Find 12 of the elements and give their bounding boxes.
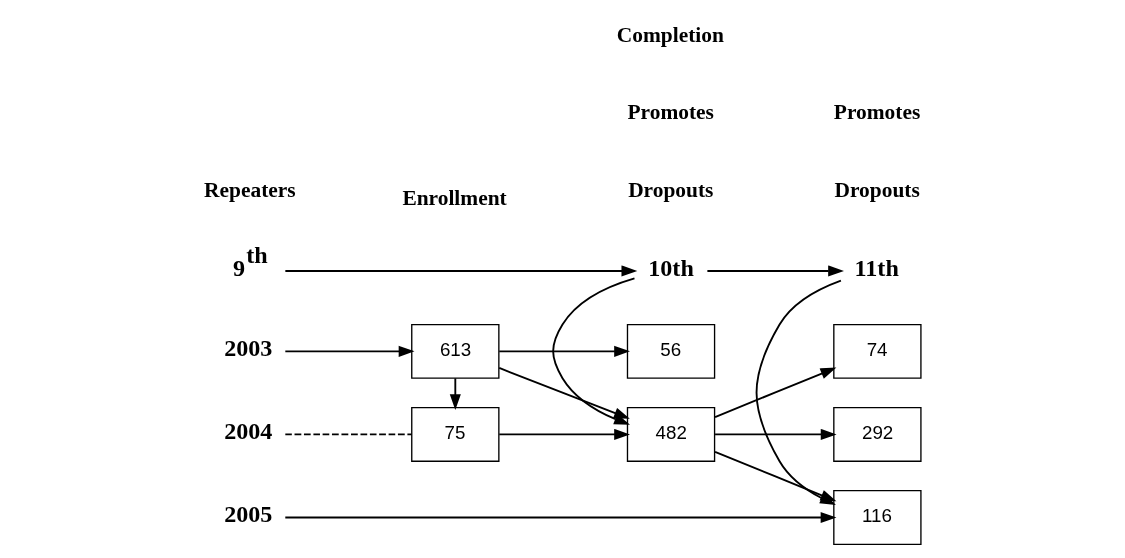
label: Repeaters: [204, 178, 296, 202]
node-text: 10th: [648, 254, 694, 281]
label: Enrollment: [402, 186, 507, 211]
node-text: 11th: [854, 254, 899, 281]
node-text: 2003: [224, 334, 273, 361]
node-text: 2004: [224, 417, 273, 444]
label: Dropouts: [834, 178, 920, 202]
node-text: 2005: [224, 501, 273, 528]
label: Completion: [616, 22, 724, 47]
label: Dropouts: [628, 178, 714, 202]
label: Promotes: [627, 100, 714, 125]
label: Promotes: [833, 100, 921, 125]
